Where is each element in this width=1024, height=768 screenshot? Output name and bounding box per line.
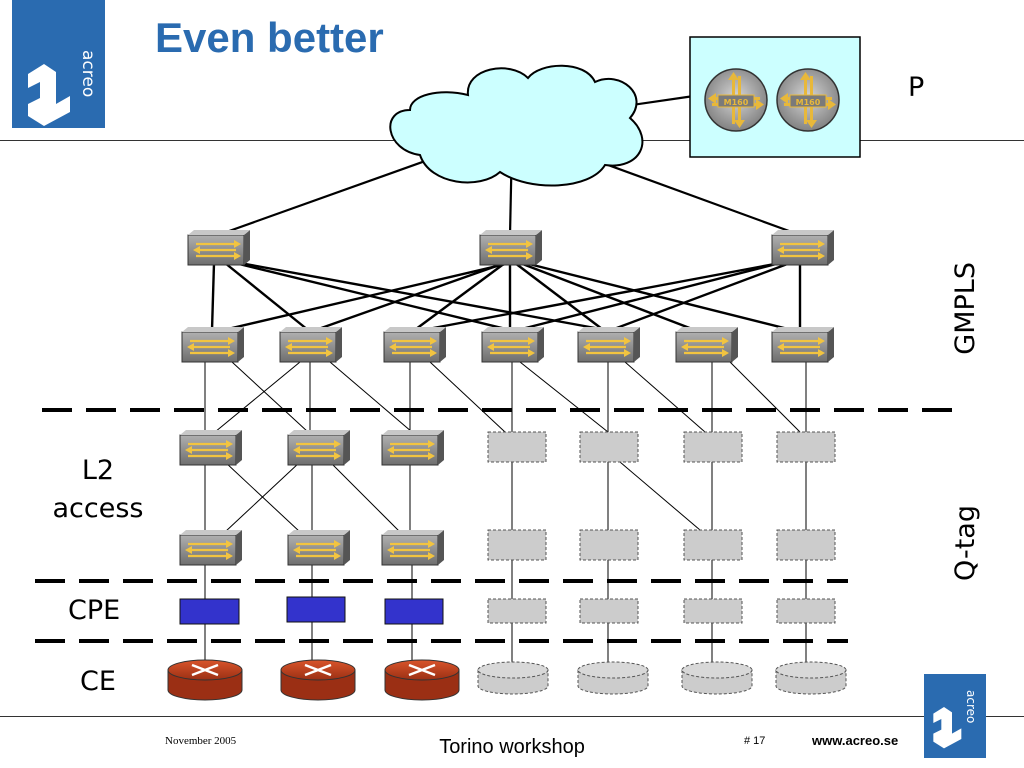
switch-icon (180, 325, 246, 364)
ce-router-icon (167, 659, 243, 701)
slide-title: Even better (155, 14, 384, 61)
placeholder-switch (487, 431, 547, 463)
router-badge-text: M160 (796, 98, 821, 107)
cpe-box-icon (179, 598, 240, 625)
ce-label: CE (80, 666, 116, 697)
placeholder-ce (775, 661, 847, 695)
switch-icon (286, 428, 352, 467)
switch-icon (380, 428, 446, 467)
switch-icon (478, 228, 544, 267)
acreo-logo-bottom: acreo (924, 674, 986, 758)
p-router-box: M160 M160 (689, 36, 861, 158)
acreo-logo-icon (933, 707, 962, 749)
l2-label-line1: L2 (81, 455, 115, 486)
cloud-icon (389, 64, 644, 187)
access-switches-upper (178, 428, 836, 467)
gmpls-label: GMPLS (950, 262, 981, 355)
ce-router-icon (384, 659, 460, 701)
placeholder-switch (776, 529, 836, 561)
switch-icon (178, 528, 244, 567)
acreo-logo-top: acreo (12, 0, 105, 128)
placeholder-ce (477, 661, 549, 695)
switch-icon (576, 325, 642, 364)
placeholder-ce (577, 661, 649, 695)
switch-icon (674, 325, 740, 364)
switch-icon (178, 428, 244, 467)
logo-wordmark: acreo (78, 50, 98, 98)
placeholder-switch (579, 529, 639, 561)
footer-date: November 2005 (165, 735, 237, 747)
footer-url: www.acreo.se (812, 733, 899, 748)
separator-lines (35, 408, 960, 643)
placeholder-switch (683, 529, 743, 561)
placeholder-cpe (776, 598, 836, 624)
switch-icon (770, 228, 836, 267)
cpe-box-icon (286, 596, 346, 623)
placeholder-ce (681, 661, 753, 695)
switch-icon (186, 228, 252, 267)
router-badge-text: M160 (724, 98, 749, 107)
switch-icon (770, 325, 836, 364)
acreo-logo-icon (28, 64, 70, 126)
switch-icon (278, 325, 344, 364)
l2-access-label: L2 access (50, 452, 146, 528)
placeholder-cpe (579, 598, 639, 624)
core-switches (186, 228, 836, 267)
logo-wordmark: acreo (964, 690, 978, 724)
edge-switches (180, 325, 836, 364)
switch-icon (382, 325, 448, 364)
footer-page-number: # 17 (744, 735, 766, 747)
switch-icon (380, 528, 446, 567)
placeholder-cpe (683, 598, 743, 624)
switch-icon (480, 325, 546, 364)
p-label: P (908, 72, 925, 103)
l2-label-line2: access (52, 493, 144, 524)
gmpls-links (210, 261, 802, 334)
qtag-label: Q-tag (950, 505, 981, 582)
access-switches-lower (178, 528, 836, 567)
cpe-label: CPE (68, 595, 121, 626)
access-links (204, 361, 807, 665)
placeholder-switch (579, 431, 639, 463)
placeholder-switch (776, 431, 836, 463)
footer-divider (0, 716, 1024, 717)
footer-event: Torino workshop (439, 736, 585, 758)
placeholder-cpe (487, 598, 547, 624)
ce-devices (167, 659, 847, 701)
placeholder-switch (683, 431, 743, 463)
switch-icon (286, 528, 352, 567)
placeholder-switch (487, 529, 547, 561)
cpe-box-icon (384, 598, 444, 625)
ce-router-icon (280, 659, 356, 701)
cpe-devices (179, 596, 836, 625)
